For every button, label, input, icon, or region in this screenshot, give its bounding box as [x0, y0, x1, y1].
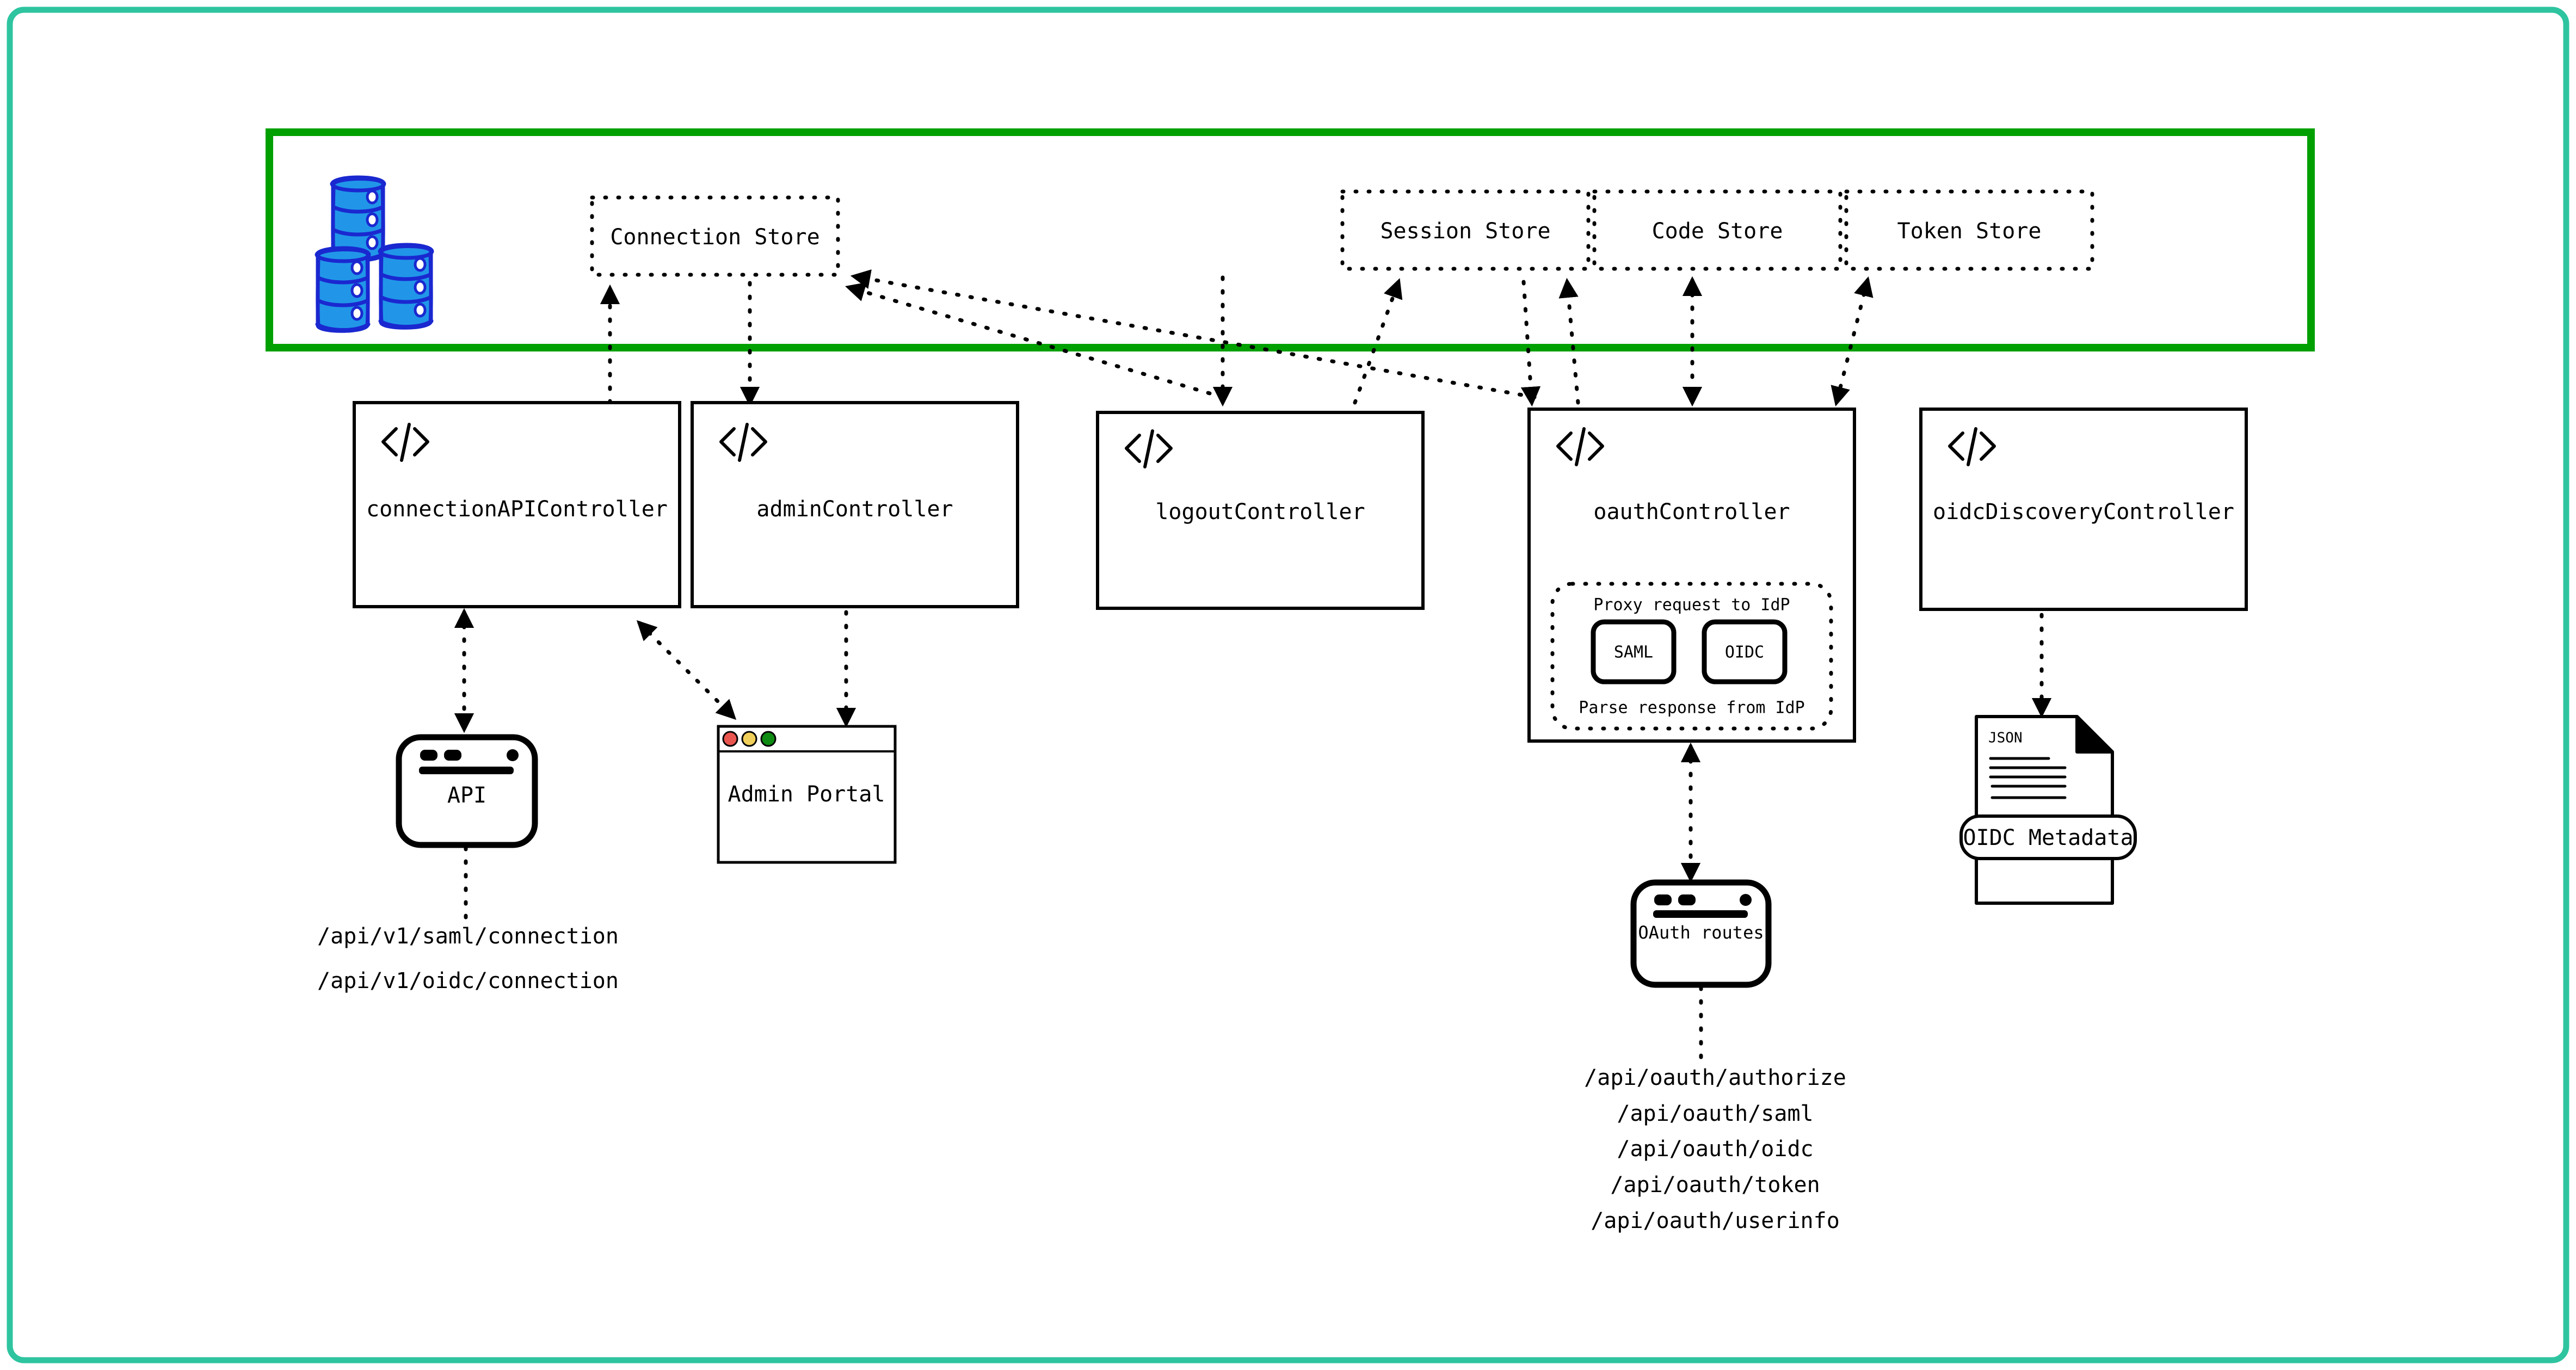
store-label: Session Store: [1380, 219, 1550, 244]
protocol-label: OIDC: [1725, 643, 1764, 662]
endpoint-item: /api/oauth/authorize: [1584, 1065, 1846, 1090]
code-brackets-icon: [1948, 427, 1996, 466]
device-dot: [1740, 894, 1752, 906]
device-dot: [1654, 894, 1672, 905]
api-device[interactable]: API: [396, 734, 538, 848]
device-dot: [420, 750, 437, 761]
controller-admin-controller[interactable]: adminController: [691, 401, 1019, 608]
code-brackets-icon: [381, 423, 429, 462]
document-fold-corner: [2075, 715, 2114, 754]
controller-label: oidcDiscoveryController: [1933, 499, 2234, 524]
store-code-store[interactable]: Code Store: [1592, 189, 1842, 271]
oauth-routes-label: OAuth routes: [1638, 922, 1764, 943]
store-label: Code Store: [1652, 219, 1783, 244]
admin-portal-window[interactable]: Admin Portal: [717, 725, 897, 864]
admin-portal-label: Admin Portal: [728, 782, 885, 807]
endpoint-item: /api/oauth/oidc: [1617, 1137, 1813, 1162]
endpoint-item: /api/oauth/userinfo: [1591, 1208, 1840, 1233]
controller-oauth-controller[interactable]: oauthController Proxy request to IdP SAM…: [1527, 408, 1856, 743]
arrow-logout-to-session-store: [1353, 278, 1403, 405]
device-titlebar: [419, 767, 514, 774]
store-connection-store[interactable]: Connection Store: [590, 195, 840, 277]
controller-label: connectionAPIController: [366, 497, 668, 522]
oidc-metadata-label: OIDC Metadata: [1963, 825, 2133, 850]
code-brackets-icon: [719, 423, 767, 462]
idp-proxy-bottom-label: Parse response from IdP: [1579, 699, 1804, 718]
database-stack-icon: [315, 175, 434, 333]
store-label: Connection Store: [610, 225, 819, 250]
code-brackets-icon: [1125, 429, 1173, 468]
endpoint-item: /api/oauth/saml: [1617, 1101, 1813, 1126]
traffic-light-red: [722, 731, 738, 747]
arrow-connapi-to-admin-portal: [636, 620, 737, 720]
code-brackets-icon: [1556, 427, 1604, 466]
store-label: Token Store: [1897, 219, 2042, 244]
device-titlebar: [1653, 910, 1748, 918]
api-label: API: [447, 783, 486, 808]
idp-proxy-group: Proxy request to IdP SAML OIDC Parse res…: [1550, 582, 1833, 731]
arrow-logout-to-connection-store: [845, 282, 1225, 399]
oauth-routes-device[interactable]: OAuth routes: [1630, 879, 1772, 988]
metadata-label-pill: [1959, 814, 2137, 860]
protocol-label: SAML: [1614, 643, 1653, 662]
document-type-label: JSON: [1988, 730, 2023, 746]
connection-endpoints-list: /api/v1/saml/connection /api/v1/oidc/con…: [317, 924, 619, 993]
controller-connection-api-controller[interactable]: connectionAPIController: [353, 401, 681, 608]
oauth-endpoints-list: /api/oauth/authorize /api/oauth/saml /ap…: [1584, 1065, 1846, 1233]
protocol-button-saml[interactable]: SAML: [1591, 619, 1677, 684]
outer-page-border: [7, 7, 2569, 1363]
traffic-light-green: [760, 731, 777, 747]
store-session-store[interactable]: Session Store: [1340, 189, 1591, 271]
oidc-metadata-doc[interactable]: JSON OIDC Metadata: [1959, 715, 2137, 905]
device-dot: [1678, 894, 1696, 905]
traffic-light-yellow: [741, 731, 757, 747]
controller-logout-controller[interactable]: logoutController: [1096, 411, 1425, 610]
controller-oidc-discovery-controller[interactable]: oidcDiscoveryController: [1919, 408, 2248, 611]
store-token-store[interactable]: Token Store: [1844, 189, 2094, 271]
endpoint-item: /api/oauth/token: [1610, 1172, 1820, 1198]
device-dot: [444, 750, 461, 761]
endpoint-item: /api/v1/saml/connection: [317, 924, 619, 949]
endpoint-item: /api/v1/oidc/connection: [317, 968, 619, 993]
idp-proxy-top-label: Proxy request to IdP: [1593, 596, 1790, 615]
protocol-button-oidc[interactable]: OIDC: [1702, 619, 1788, 684]
controller-label: adminController: [756, 497, 953, 522]
controller-label: logoutController: [1155, 499, 1365, 524]
controller-label: oauthController: [1593, 499, 1790, 524]
device-dot: [507, 749, 519, 761]
